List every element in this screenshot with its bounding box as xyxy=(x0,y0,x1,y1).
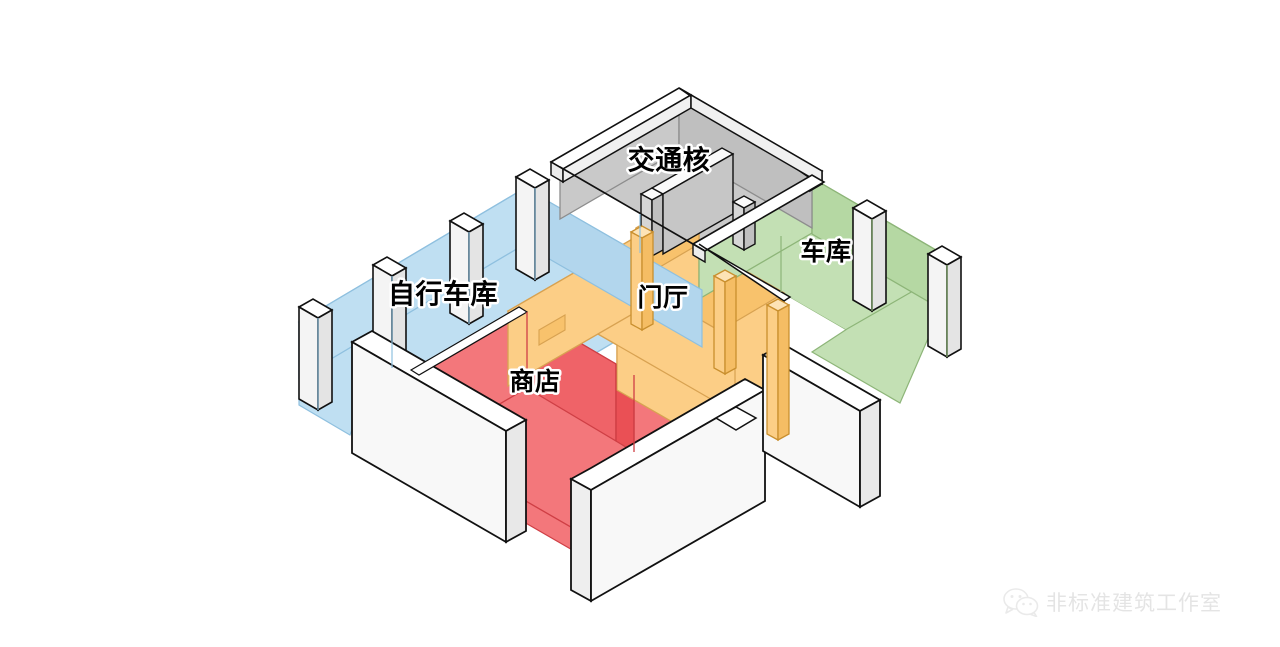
zone-labels: 交通核 自行车库 车库 门厅 商店 xyxy=(386,142,854,399)
wall-hall-garage-divider-top xyxy=(698,243,792,302)
wall-core-hall-divider-top xyxy=(559,166,706,252)
hall-fin-b-left xyxy=(713,274,726,376)
garage-detail-lines xyxy=(780,219,948,357)
zone-label-shop: 商店 xyxy=(509,367,560,396)
hall-partitions xyxy=(629,225,791,442)
hall-fin-c-left xyxy=(766,303,779,442)
bicycle-garage-detail-lines xyxy=(317,188,641,410)
zone-label-circulation-core: 交通核 xyxy=(628,145,711,177)
hall-fin-b-right xyxy=(724,274,737,376)
wall-front-left-side xyxy=(505,418,527,544)
shop-detail-lines xyxy=(526,312,635,452)
wall-front-right-face xyxy=(570,477,592,603)
hall-fin-a-right xyxy=(641,230,654,332)
wall-front-right-side xyxy=(590,388,766,603)
wall-fin-right-side xyxy=(946,255,962,359)
hall-wall-left-step xyxy=(538,314,566,346)
wall-fin-garage-side xyxy=(871,209,887,313)
wall-fin-left-4-face xyxy=(515,175,536,282)
wall-fin-garage-face xyxy=(852,206,873,313)
wall-shop-hall-return-top xyxy=(714,406,758,431)
wall-fin-left-4-side xyxy=(534,178,550,282)
wall-right-block-side xyxy=(859,398,881,509)
zone-label-garage: 车库 xyxy=(800,237,851,266)
wall-fin-left-1-side xyxy=(317,308,333,412)
wall-fin-right-face xyxy=(927,252,948,359)
zone-label-entrance-hall: 门厅 xyxy=(637,283,688,312)
zone-label-bicycle-garage: 自行车库 xyxy=(388,279,498,311)
wall-fin-left-1-face xyxy=(298,305,319,412)
hall-fin-c-right xyxy=(777,303,790,442)
